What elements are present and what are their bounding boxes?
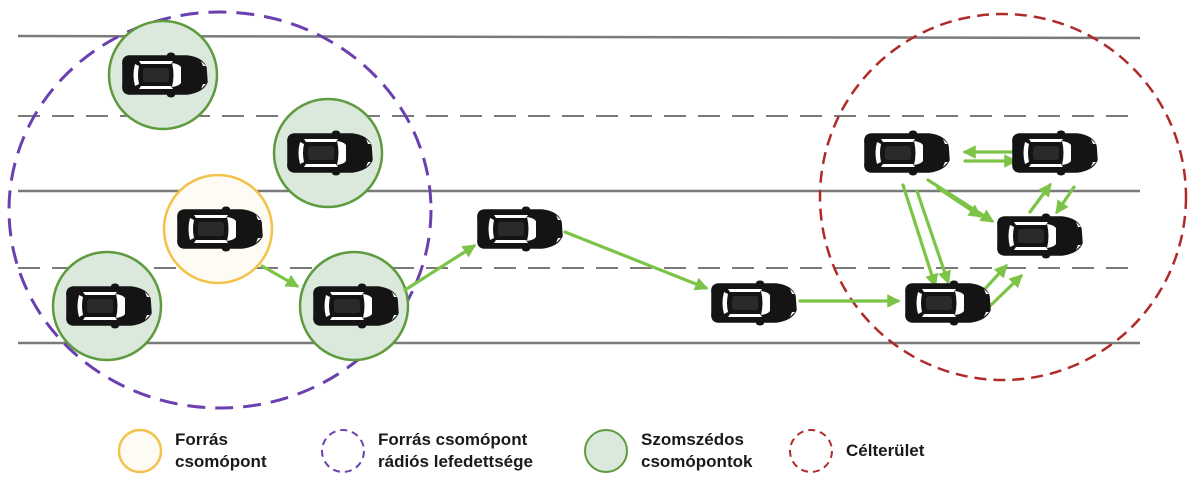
source-node-legend-icon <box>117 428 163 474</box>
car-top-view-icon <box>905 280 991 326</box>
car-top-view-icon <box>864 130 950 176</box>
road-edge-top <box>17 34 1141 40</box>
neighbor-node-legend-icon <box>584 429 628 473</box>
coverage-legend-icon <box>321 429 365 473</box>
legend-label-coverage: Forrás csomópont rádiós lefedettsége <box>378 430 533 471</box>
legend-item-coverage: Forrás csomópont rádiós lefedettsége <box>320 428 533 474</box>
arrow-icon <box>901 183 939 288</box>
target-area <box>818 12 1188 382</box>
legend-label-neighbor: Szomszédos csomópontok <box>641 430 753 471</box>
legend-item-neighbor: Szomszédos csomópontok <box>583 428 752 474</box>
car-top-view-icon <box>477 206 563 252</box>
source-radio-coverage <box>7 10 433 410</box>
car-top-view-icon <box>997 213 1083 259</box>
target-area-legend-icon <box>789 429 833 473</box>
arrow-icon <box>260 264 300 288</box>
legend-label-target: Célterület <box>846 441 925 460</box>
arrow-icon <box>1028 182 1052 214</box>
arrow-icon <box>563 230 709 291</box>
arrow-icon <box>926 178 995 223</box>
car-top-view-icon <box>1012 130 1098 176</box>
arrow-icon <box>988 274 1023 308</box>
car-top-view-icon <box>66 283 152 329</box>
arrow-icon <box>981 264 1008 293</box>
legend-item-target: Célterület <box>788 428 924 474</box>
arrow-icon <box>403 244 477 292</box>
legend-item-source: Forrás csomópont <box>117 428 267 474</box>
message-forwarding-arrows <box>260 145 1076 308</box>
arrow-icon <box>936 186 983 218</box>
legend-label-source: Forrás csomópont <box>175 430 267 471</box>
vehicles <box>66 52 1098 329</box>
car-top-view-icon <box>287 130 373 176</box>
car-top-view-icon <box>122 52 208 98</box>
car-top-view-icon <box>313 283 399 329</box>
car-top-view-icon <box>711 280 797 326</box>
arrow-icon <box>915 189 951 285</box>
arrow-icon <box>1055 185 1076 215</box>
car-top-view-icon <box>177 206 263 252</box>
